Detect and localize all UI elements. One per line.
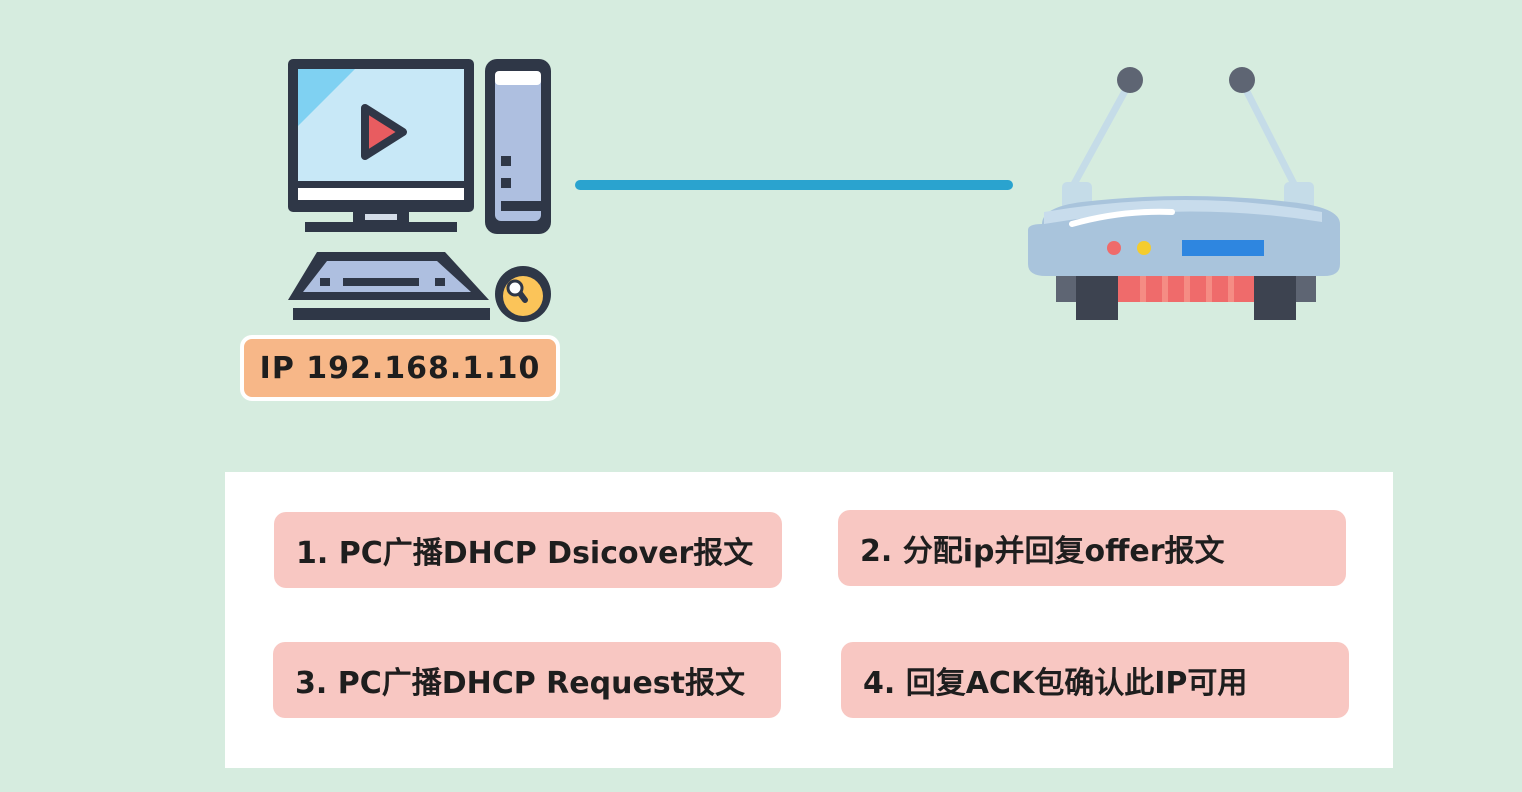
computer-icon	[285, 56, 555, 326]
ip-address-badge: IP 192.168.1.10	[240, 335, 560, 401]
step-4-ack: 4. 回复ACK包确认此IP可用	[841, 642, 1349, 718]
mouse-icon	[495, 266, 551, 322]
play-icon	[361, 104, 407, 160]
router-icon	[1022, 62, 1348, 326]
network-cable	[575, 180, 1013, 190]
step-3-request: 3. PC广播DHCP Request报文	[273, 642, 781, 718]
steps-panel: 1. PC广播DHCP Dsicover报文 2. 分配ip并回复offer报文…	[225, 472, 1393, 768]
step-2-offer: 2. 分配ip并回复offer报文	[838, 510, 1346, 586]
step-1-discover: 1. PC广播DHCP Dsicover报文	[274, 512, 782, 588]
